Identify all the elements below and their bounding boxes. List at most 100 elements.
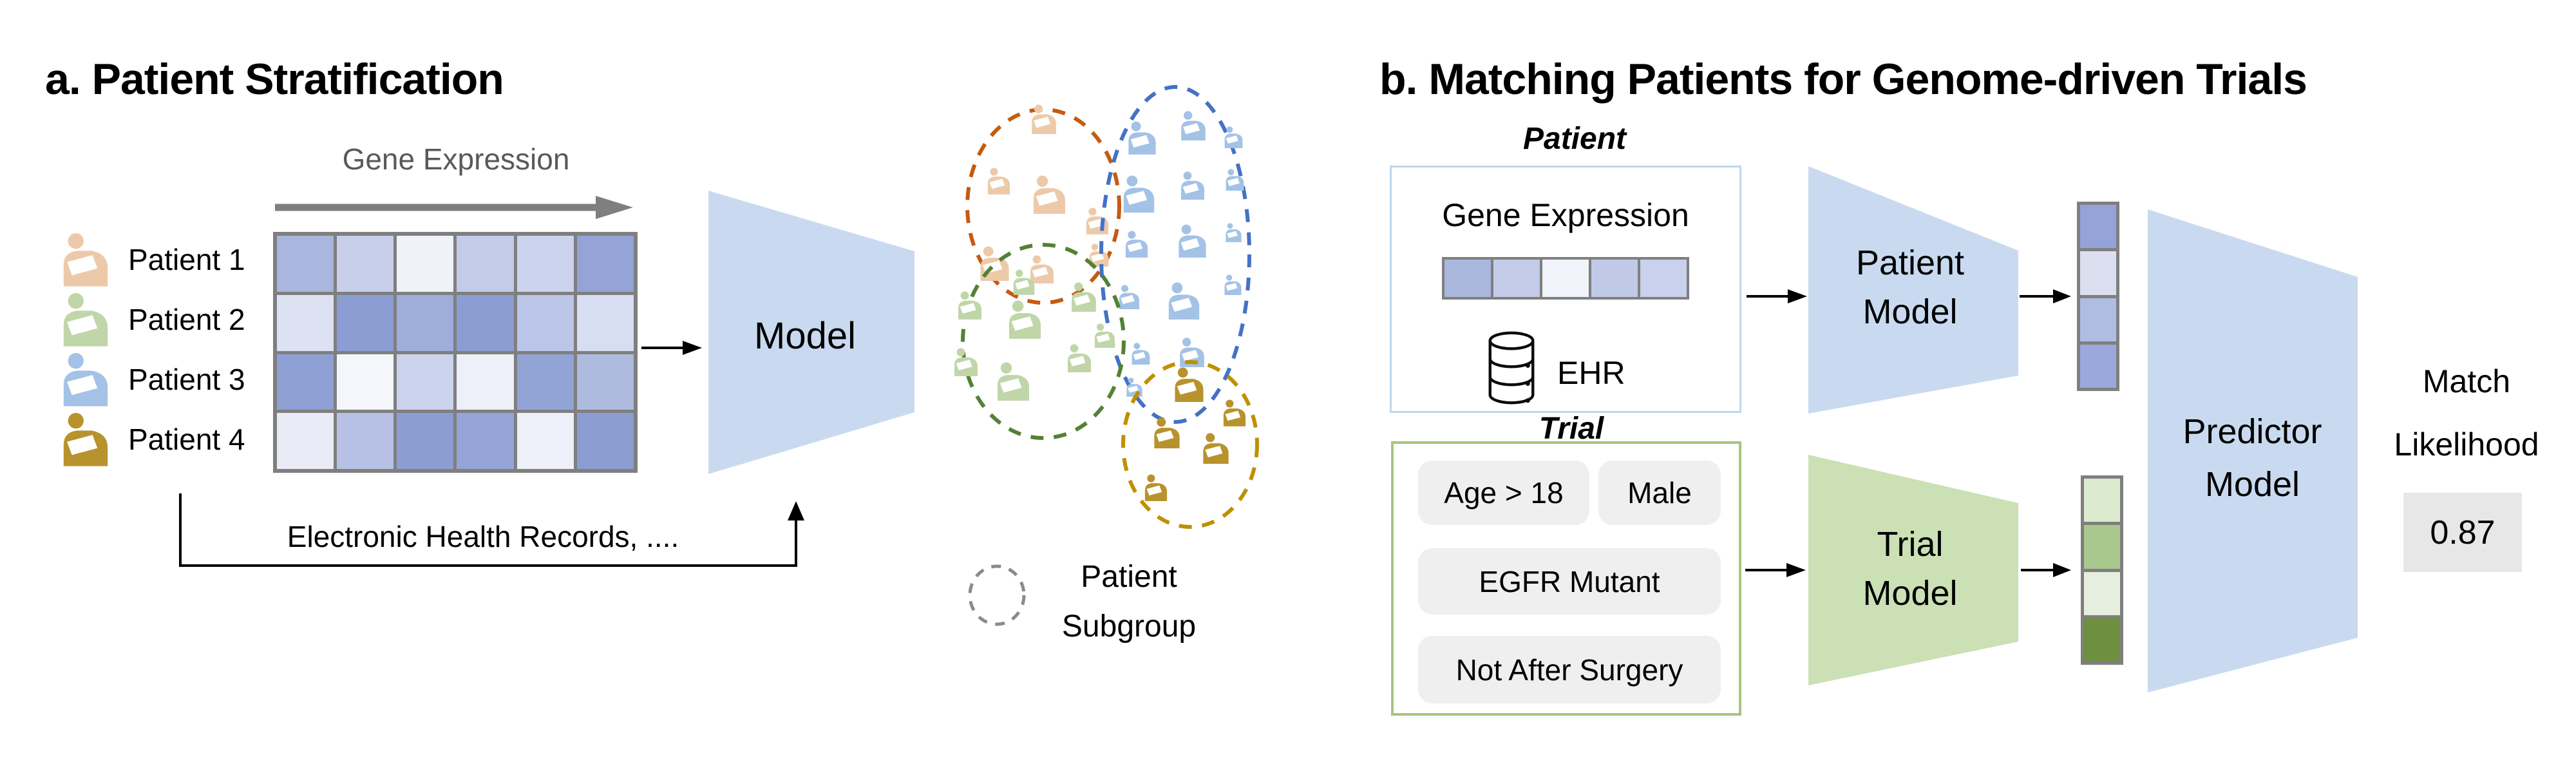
trial-model-trapezoid xyxy=(1808,455,2018,685)
matrix-cell xyxy=(397,413,454,469)
cluster-person-icon xyxy=(1033,175,1066,214)
cluster-person-icon xyxy=(958,291,981,320)
patient-row-label: Patient 2 xyxy=(128,302,245,336)
trial-model-to-embedding-arrow-icon xyxy=(2021,563,2071,577)
cluster-person-icon xyxy=(1030,255,1054,283)
patient-gene-expression-vector xyxy=(1442,257,1689,300)
model-trapezoid xyxy=(708,191,914,474)
matrix-cell xyxy=(516,354,574,410)
matrix-cell xyxy=(337,294,394,351)
matrix-cell xyxy=(457,294,514,351)
predictor-model-line1: Predictor xyxy=(2183,412,2322,451)
cluster-person-icon xyxy=(1224,274,1242,295)
ehr-note: Electronic Health Records, .... xyxy=(287,520,679,553)
gene-expression-cell xyxy=(1640,260,1687,297)
cluster-person-icon xyxy=(997,362,1030,401)
patient-model-to-embedding-arrow-icon xyxy=(2020,289,2071,303)
cluster-person-icon xyxy=(1009,300,1041,339)
matrix-cell xyxy=(576,294,634,351)
panel-b-title: b. Matching Patients for Genome-driven T… xyxy=(1379,55,2307,104)
cluster-person-icon xyxy=(1224,126,1243,148)
cluster-person-icon xyxy=(1128,121,1156,155)
cluster-person-icon xyxy=(1068,344,1091,372)
patient-model-line1: Patient xyxy=(1855,243,1965,282)
matrix-cell xyxy=(516,413,574,469)
gold-subgroup-ellipse xyxy=(1121,360,1259,529)
cluster-person-icon xyxy=(1119,285,1140,309)
patient-model-line2: Model xyxy=(1862,292,1958,331)
matrix-cell xyxy=(516,236,574,292)
gene-expression-cell xyxy=(1591,260,1638,297)
matrix-cell xyxy=(457,236,514,292)
panel-a-title: a. Patient Stratification xyxy=(45,55,504,104)
predictor-model-line2: Model xyxy=(2204,465,2300,504)
criterion-chip: Not After Surgery xyxy=(1418,636,1721,703)
trial-model-label: Trial Model xyxy=(1833,520,1987,618)
match-likelihood-line1: Match xyxy=(2422,363,2511,399)
gene-expression-cell xyxy=(1444,260,1491,297)
orange-subgroup-ellipse xyxy=(965,108,1121,305)
blue-subgroup-ellipse xyxy=(1099,85,1251,424)
cluster-person-icon xyxy=(1179,224,1206,258)
cluster-person-icon xyxy=(1126,377,1142,397)
patient-embedding-cell xyxy=(2080,298,2116,341)
patient-row: Patient 2 xyxy=(61,289,274,349)
cluster-person-icon xyxy=(954,348,978,376)
cluster-person-icon xyxy=(1094,323,1115,348)
patient-row: Patient 3 xyxy=(61,349,274,409)
patient-row-label: Patient 3 xyxy=(128,362,245,396)
matrix-cell xyxy=(576,413,634,469)
subgroup-legend-line2: Subgroup xyxy=(1061,609,1197,644)
patient-input-box: Gene Expression EHR xyxy=(1390,166,1741,413)
trial-embedding-vector xyxy=(2081,475,2123,665)
patient-row-label: Patient 4 xyxy=(128,422,245,456)
criterion-chip: Male xyxy=(1598,461,1721,525)
ehr-bracket-arrow-icon xyxy=(179,493,804,567)
cluster-person-icon xyxy=(987,167,1010,195)
patient-embedding-cell xyxy=(2080,344,2116,388)
patient-gene-expression-label: Gene Expression xyxy=(1442,197,1689,233)
patient-embedding-cell xyxy=(2080,251,2116,295)
patient-person-icon xyxy=(61,412,110,466)
trial-model-line2: Model xyxy=(1862,574,1958,613)
matrix-cell xyxy=(277,294,334,351)
cluster-person-icon xyxy=(1223,399,1246,426)
matrix-cell xyxy=(277,413,334,469)
subgroup-legend-label: Patient Subgroup xyxy=(1029,552,1229,651)
matrix-cell xyxy=(337,354,394,410)
patient-row: Patient 1 xyxy=(61,229,274,289)
subgroup-legend-icon xyxy=(968,564,1026,626)
gene-expression-arrow-icon xyxy=(275,196,633,219)
cluster-person-icon xyxy=(1123,175,1155,213)
gene-expression-axis-label: Gene Expression xyxy=(342,142,570,176)
ehr-database-icon xyxy=(1488,331,1535,405)
match-likelihood-value: 0.87 xyxy=(2403,493,2522,572)
criterion-chip: EGFR Mutant xyxy=(1418,548,1721,615)
matrix-to-model-arrow-icon xyxy=(641,341,702,355)
patient-box-to-model-arrow-icon xyxy=(1747,289,1807,303)
matrix-cell xyxy=(337,413,394,469)
matrix-cell xyxy=(516,294,574,351)
match-likelihood-line2: Likelihood xyxy=(2394,426,2539,463)
gene-expression-matrix xyxy=(273,232,638,473)
cluster-person-icon xyxy=(1203,433,1229,464)
gene-expression-cell xyxy=(1493,260,1540,297)
patient-row-label: Patient 1 xyxy=(128,242,245,276)
cluster-person-icon xyxy=(1226,223,1242,242)
patient-row-list: Patient 1 Patient 2 Patient 3 Patient 4 xyxy=(61,229,274,469)
patient-model-label: Patient Model xyxy=(1833,238,1987,336)
criterion-chip: Age > 18 xyxy=(1418,461,1589,525)
cluster-person-icon xyxy=(1032,104,1056,134)
patient-subgroup-clusters xyxy=(954,85,1259,529)
matrix-cell xyxy=(576,354,634,410)
cluster-person-icon xyxy=(1086,207,1109,234)
matrix-cell xyxy=(397,354,454,410)
matrix-cell xyxy=(576,236,634,292)
patient-row: Patient 4 xyxy=(61,409,274,469)
patient-embedding-vector xyxy=(2077,202,2119,391)
subgroup-legend-line1: Patient xyxy=(1081,560,1177,594)
trial-embedding-cell xyxy=(2084,479,2120,522)
patient-person-icon xyxy=(61,292,110,347)
cluster-person-icon xyxy=(1181,111,1206,140)
cluster-person-icon xyxy=(1175,367,1204,402)
